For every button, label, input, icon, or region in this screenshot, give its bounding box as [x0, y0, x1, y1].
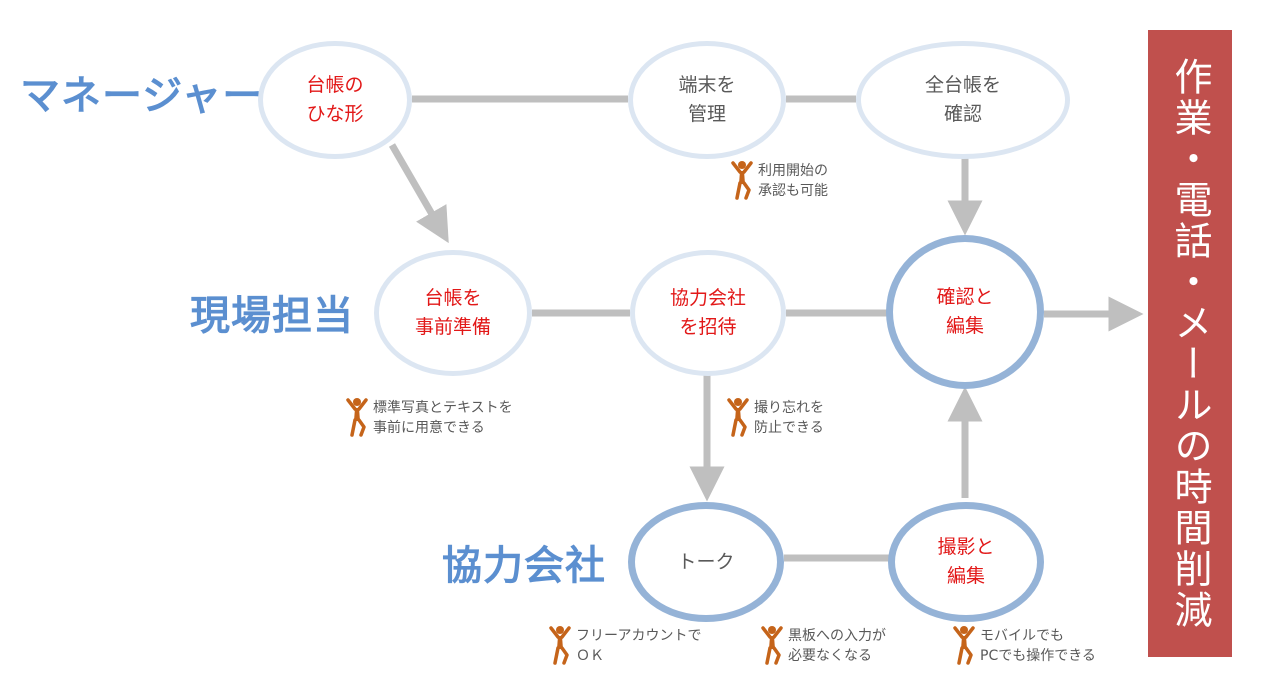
role-label-manager: マネージャー	[20, 73, 264, 119]
person-jumping-icon	[727, 398, 749, 437]
role-label-site-staff: 現場担当	[190, 293, 354, 339]
note-text: 黒板への入力が 必要なくなる	[788, 628, 886, 664]
note-text: 撮り忘れを 防止できる	[754, 400, 824, 436]
note-text: モバイルでも PCでも操作できる	[980, 628, 1096, 664]
note-text: 利用開始の 承認も可能	[758, 163, 828, 199]
node-label: 撮影と 編集	[937, 536, 995, 587]
node-label: 台帳の ひな形	[306, 74, 364, 125]
node-ledger-template: 台帳の ひな形	[258, 41, 412, 159]
node-shoot-edit: 撮影と 編集	[888, 502, 1044, 622]
role-label-partner: 協力会社	[442, 543, 606, 589]
node-review-edit: 確認と 編集	[886, 235, 1044, 389]
arrow-template-to-prepare	[388, 143, 449, 244]
note-text: 標準写真とテキストを 事前に用意できる	[373, 400, 513, 436]
person-jumping-icon	[549, 626, 571, 665]
person-jumping-icon	[953, 626, 975, 665]
note-approve-usage: 利用開始の 承認も可能	[730, 160, 828, 201]
note-text: フリーアカウントで ＯＫ	[576, 628, 702, 664]
note-mobile-pc: モバイルでも PCでも操作できる	[952, 625, 1096, 666]
node-label: 端末を 管理	[678, 74, 736, 125]
node-label: 全台帳を 確認	[924, 74, 1001, 125]
node-label: トーク	[677, 550, 735, 573]
result-banner: 作業・電話・メールの時間削減	[1148, 30, 1232, 657]
node-talk: トーク	[628, 502, 784, 622]
node-check-all-ledgers: 全台帳を 確認	[856, 41, 1070, 159]
note-prevent-missed: 撮り忘れを 防止できる	[726, 397, 824, 438]
note-no-blackboard: 黒板への入力が 必要なくなる	[760, 625, 886, 666]
note-prepare-photos: 標準写真とテキストを 事前に用意できる	[345, 397, 513, 438]
node-invite-partner: 協力会社 を招待	[630, 250, 786, 376]
person-jumping-icon	[761, 626, 783, 665]
node-prepare-ledger: 台帳を 事前準備	[374, 250, 532, 376]
note-free-account: フリーアカウントで ＯＫ	[548, 625, 701, 666]
node-label: 協力会社 を招待	[669, 287, 746, 338]
person-jumping-icon	[346, 398, 368, 437]
node-label: 台帳を 事前準備	[414, 287, 491, 338]
node-label: 確認と 編集	[936, 286, 994, 337]
node-manage-devices: 端末を 管理	[628, 41, 786, 159]
person-jumping-icon	[731, 161, 753, 200]
